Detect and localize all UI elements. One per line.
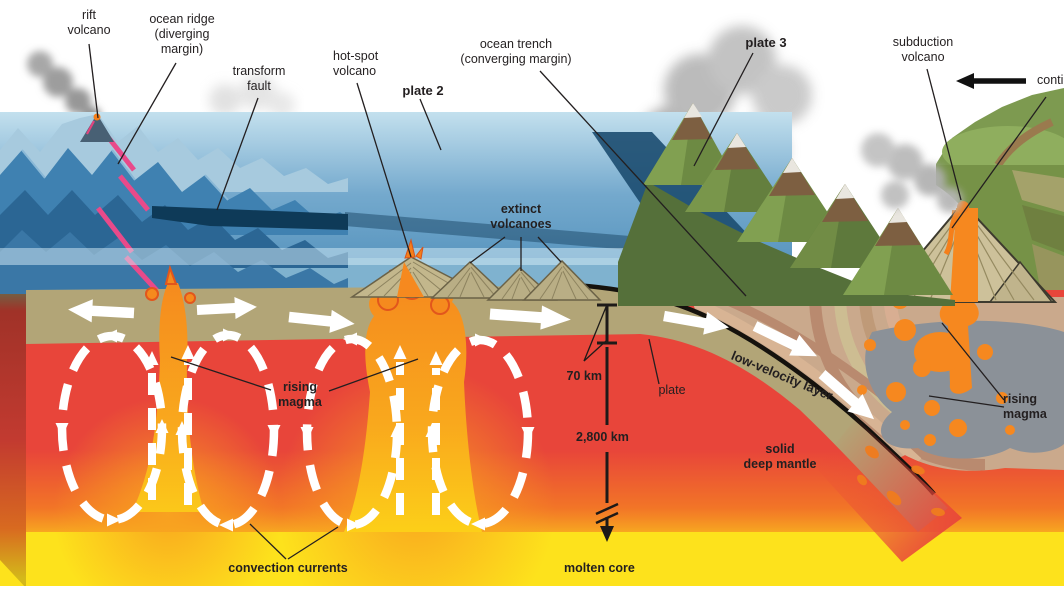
label-molten-core: molten core [564,561,635,575]
label-rising-magma-left: rising magma [278,380,322,409]
rift-volcano-cone [80,114,114,142]
leader-lines [88,43,1047,560]
extinct-cone-1 [430,260,510,299]
label-ocean-ridge: ocean ridge (diverging margin) [149,12,215,56]
waterline [0,248,772,265]
island-arc-mountains [618,103,955,306]
label-rising-magma-right: rising magma [1003,392,1047,421]
label-rift-volcano: rift volcano [67,8,111,37]
label-hot-spot-volcano: hot-spot volcano [333,49,379,78]
label-plate-2: plate 2 [402,83,444,98]
label-extinct-volcanoes: extinct volcanoes [490,202,552,231]
extinct-cone-3 [522,259,602,301]
subduction-smoke [861,133,963,213]
label-continent: continent [1037,73,1064,87]
label-transform-fault: transform fault [232,64,286,93]
volcano-cones [349,238,602,301]
label-2800km: 2,800 km [576,430,629,444]
depth-scale [583,303,619,542]
block-left-face [0,258,26,588]
continent-hills [936,88,1064,300]
plume-up-arrows [148,362,440,515]
label-convection-currents: convection currents [228,561,348,575]
continent-arrow-icon [956,73,1026,89]
label-plate: plate [658,383,686,397]
label-subduction-volcano: subduction volcano [892,35,954,64]
label-ocean-trench: ocean trench (converging margin) [460,37,572,66]
label-70km: 70 km [566,369,602,383]
label-plate-3: plate 3 [745,35,787,50]
bottom-margin [0,586,1064,600]
label-solid-deep-mantle: solid deep mantle [743,442,817,471]
